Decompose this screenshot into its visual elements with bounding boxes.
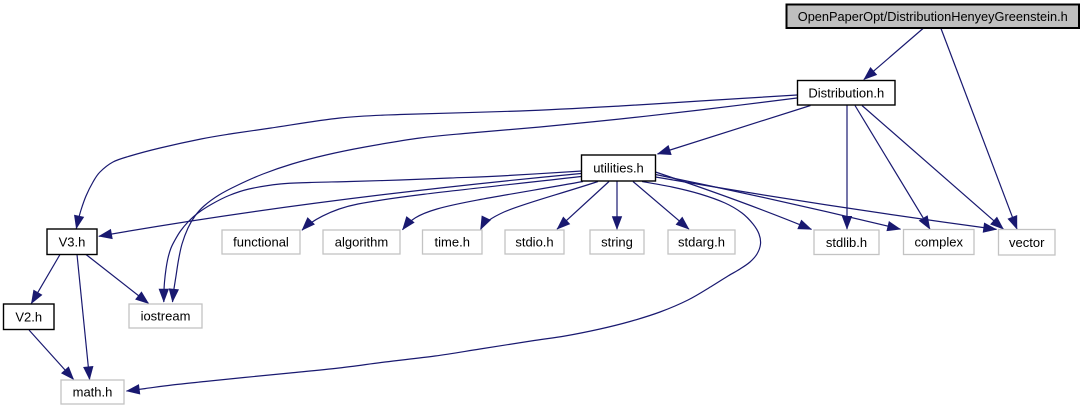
svg-text:utilities.h: utilities.h xyxy=(593,161,644,176)
svg-text:OpenPaperOpt/DistributionHenye: OpenPaperOpt/DistributionHenyeyGreenstei… xyxy=(798,9,1068,24)
svg-text:complex: complex xyxy=(915,235,964,250)
svg-text:functional: functional xyxy=(233,235,289,250)
svg-text:iostream: iostream xyxy=(141,309,191,324)
svg-text:algorithm: algorithm xyxy=(335,235,388,250)
svg-text:Distribution.h: Distribution.h xyxy=(808,85,884,100)
svg-text:stdio.h: stdio.h xyxy=(515,235,553,250)
svg-text:time.h: time.h xyxy=(435,235,470,250)
svg-text:vector: vector xyxy=(1009,235,1045,250)
svg-text:math.h: math.h xyxy=(73,385,113,400)
svg-text:string: string xyxy=(601,235,633,250)
svg-text:stdlib.h: stdlib.h xyxy=(826,235,867,250)
svg-text:V3.h: V3.h xyxy=(59,234,86,249)
svg-text:V2.h: V2.h xyxy=(15,309,42,324)
svg-text:stdarg.h: stdarg.h xyxy=(678,235,725,250)
